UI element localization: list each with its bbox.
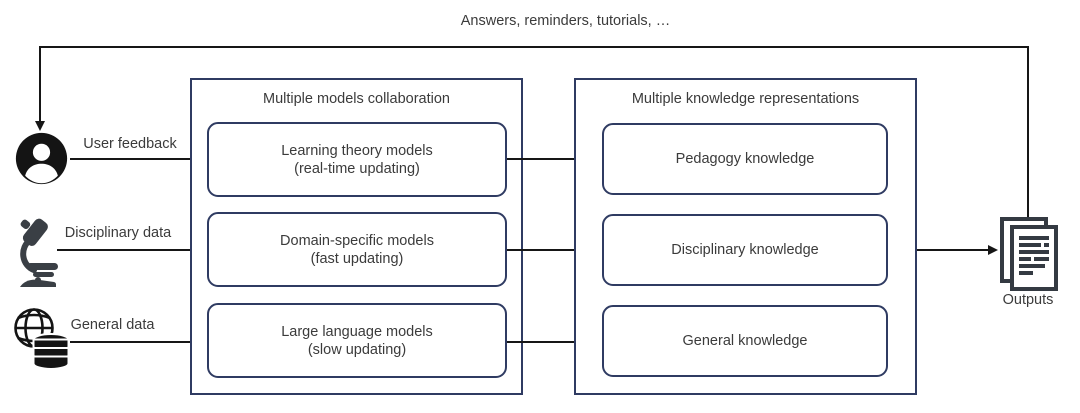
arrow-general-data: [70, 341, 199, 343]
model-box-line1: Learning theory models: [281, 142, 433, 159]
input-label-general-data: General data: [70, 317, 155, 333]
arrow-disciplinary-data: [57, 249, 199, 251]
feedback-loop-arrowhead: [35, 121, 45, 131]
model-box-domain-specific: Domain-specific models (fast updating): [207, 212, 507, 287]
feedback-loop-left-line: [39, 46, 41, 122]
documents-icon: [1000, 217, 1058, 291]
input-label-disciplinary-data: Disciplinary data: [64, 225, 172, 241]
knowledge-box-label: General knowledge: [682, 333, 808, 349]
arrow-models-to-disciplinary: [507, 249, 594, 251]
arrow-models-to-pedagogy: [507, 158, 594, 160]
arrow-models-to-general: [507, 341, 594, 343]
knowledge-panel-title: Multiple knowledge representations: [631, 91, 860, 107]
arrow-knowledge-to-outputs-head: [988, 245, 998, 255]
models-panel-title: Multiple models collaboration: [263, 91, 450, 107]
arrow-user-feedback: [70, 158, 199, 160]
knowledge-box-disciplinary: Disciplinary knowledge: [602, 214, 888, 286]
feedback-loop-right-line: [1027, 46, 1029, 218]
feedback-loop-label: Answers, reminders, tutorials, …: [460, 13, 671, 29]
knowledge-box-label: Disciplinary knowledge: [671, 242, 819, 258]
model-box-line1: Large language models: [281, 323, 433, 340]
output-label: Outputs: [1002, 292, 1054, 308]
knowledge-box-general: General knowledge: [602, 305, 888, 377]
user-icon: [15, 132, 68, 185]
knowledge-box-label: Pedagogy knowledge: [675, 151, 815, 167]
model-box-line1: Domain-specific models: [280, 232, 434, 249]
model-box-line2: (real-time updating): [294, 160, 420, 177]
model-box-line2: (slow updating): [307, 341, 407, 358]
model-box-line2: (fast updating): [310, 250, 404, 267]
arrow-knowledge-to-outputs: [917, 249, 990, 251]
microscope-icon: [14, 214, 64, 288]
feedback-loop-top-line: [39, 46, 1029, 48]
input-label-user-feedback: User feedback: [83, 136, 177, 152]
model-box-large-language: Large language models (slow updating): [207, 303, 507, 378]
model-box-learning-theory: Learning theory models (real-time updati…: [207, 122, 507, 197]
knowledge-box-pedagogy: Pedagogy knowledge: [602, 123, 888, 195]
globe-database-icon: [10, 303, 68, 371]
